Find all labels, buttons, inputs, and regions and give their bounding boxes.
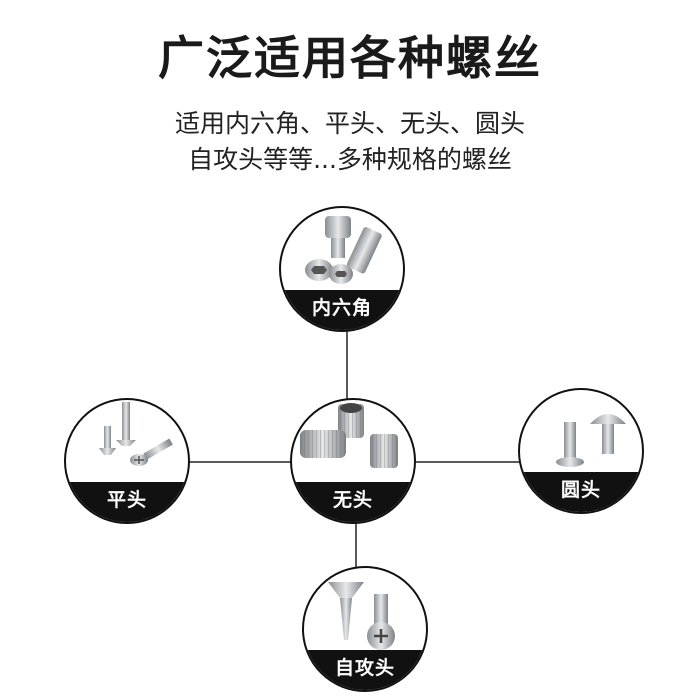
node-label-headless: 无头 xyxy=(292,482,414,522)
page-title: 广泛适用各种螺丝 xyxy=(158,31,542,85)
subtitle-line-2: 自攻头等等...多种规格的螺丝 xyxy=(188,145,512,174)
set-screw-icon xyxy=(300,403,398,468)
node-label-self-tapping: 自攻头 xyxy=(304,650,426,690)
node-label-flat-head: 平头 xyxy=(66,482,188,522)
hex-socket-screw-icon xyxy=(305,216,382,284)
round-head-screw-icon xyxy=(556,414,626,467)
node-hex-socket: 内六角 xyxy=(279,206,405,332)
node-label-round-head: 圆头 xyxy=(520,472,642,512)
self-tapping-screw-icon xyxy=(328,582,395,650)
node-flat-head: 平头 xyxy=(64,398,190,524)
flat-head-screw-icon xyxy=(99,402,173,466)
node-self-tapping: 自攻头 xyxy=(302,566,428,692)
node-headless: 无头 xyxy=(290,398,416,524)
subtitle-line-1: 适用内六角、平头、无头、圆头 xyxy=(174,109,525,138)
node-round-head: 圆头 xyxy=(518,388,644,514)
node-label-hex-socket: 内六角 xyxy=(281,290,403,330)
